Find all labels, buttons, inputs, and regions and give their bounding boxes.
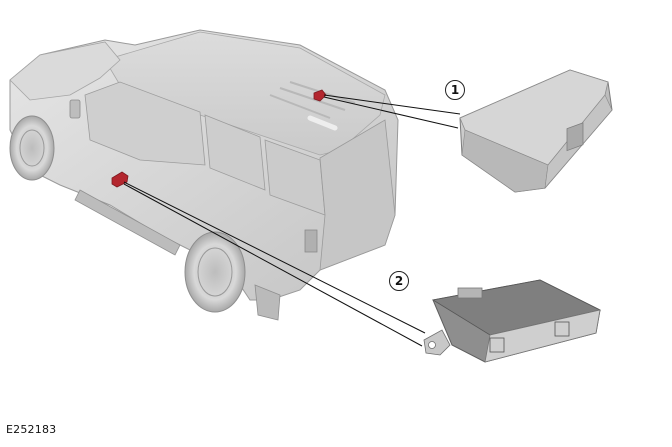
callout-2-label: 2 [394,274,404,288]
leader-lines-2 [123,181,426,347]
vehicle-illustration [9,29,399,321]
callout-2: 2 [389,271,409,291]
figure-reference-id: E252183 [6,423,57,436]
component-marker-2 [111,171,129,188]
leader-lines-1 [323,94,461,129]
component-1-illustration [459,69,613,193]
callout-1: 1 [445,80,465,100]
component-marker-1 [313,89,327,102]
callout-1-label: 1 [450,83,460,97]
component-2-illustration [423,279,602,363]
